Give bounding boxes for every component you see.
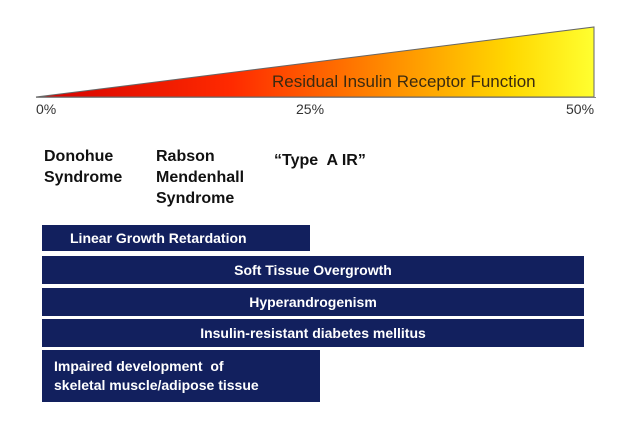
syndrome-line: “Type A IR”: [274, 152, 366, 169]
feature-bar-hyperandrogenism: Hyperandrogenism: [42, 288, 584, 316]
syndrome-line: Mendenhall: [156, 169, 245, 186]
receptor-function-wedge: [35, 26, 596, 98]
syndrome-line: Rabson: [156, 148, 215, 165]
syndrome-type-a-ir: “Type A IR”: [274, 150, 404, 171]
syndrome-donohue: Donohue Syndrome: [44, 146, 154, 188]
feature-bar-insulin-resistant-diabetes: Insulin-resistant diabetes mellitus: [42, 319, 584, 347]
syndrome-line: Syndrome: [44, 169, 123, 186]
tick-25-percent: 25%: [296, 101, 325, 117]
feature-line: skeletal muscle/adipose tissue: [54, 377, 259, 393]
feature-line: Impaired development of: [54, 358, 224, 374]
syndrome-rabson-mendenhall: Rabson Mendenhall Syndrome: [156, 146, 276, 209]
feature-bar-soft-tissue-overgrowth: Soft Tissue Overgrowth: [42, 256, 584, 284]
wedge-label: Residual Insulin Receptor Function: [272, 72, 536, 91]
tick-0-percent: 0%: [36, 101, 57, 117]
feature-bar-linear-growth-retardation: Linear Growth Retardation: [42, 225, 310, 251]
feature-bar-impaired-development: Impaired development of skeletal muscle/…: [42, 350, 320, 402]
tick-50-percent: 50%: [566, 101, 595, 117]
syndrome-line: Donohue: [44, 148, 114, 165]
syndrome-line: Syndrome: [156, 190, 235, 207]
